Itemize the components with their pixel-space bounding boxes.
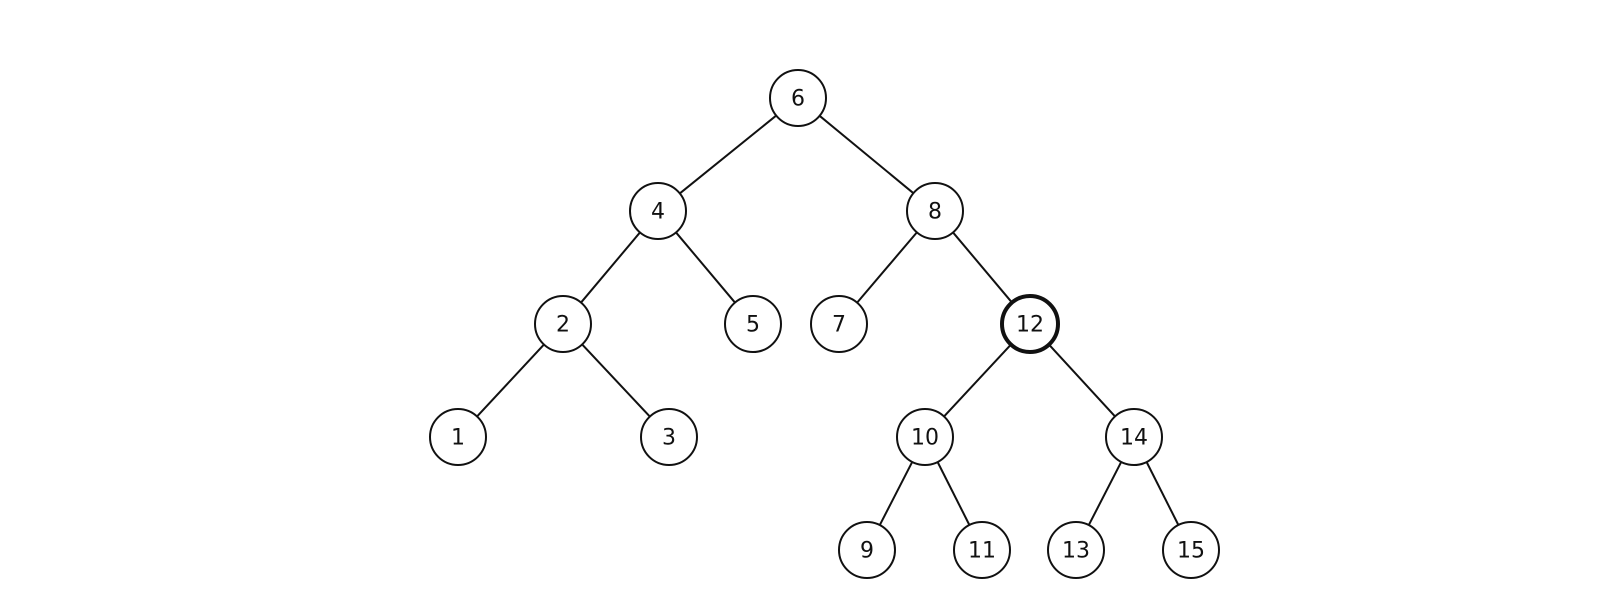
- node-circle: [906, 182, 964, 240]
- node-circle: [769, 69, 827, 127]
- edge-10-9: [878, 461, 914, 526]
- node-label: 6: [791, 87, 805, 112]
- edge-12-10: [943, 343, 1012, 418]
- edge-14-13: [1087, 461, 1123, 526]
- edge-2-3: [581, 343, 651, 418]
- tree-node-8: 8: [906, 182, 964, 240]
- edge-2-1: [476, 343, 545, 418]
- node-circle: [534, 295, 592, 353]
- node-circle: [724, 295, 782, 353]
- tree-node-11: 11: [953, 521, 1011, 579]
- node-label: 1: [451, 426, 465, 451]
- edge-4-2: [580, 231, 641, 304]
- node-label: 2: [556, 313, 570, 338]
- tree-node-9: 9: [838, 521, 896, 579]
- edge-12-14: [1048, 343, 1116, 418]
- node-label: 7: [832, 313, 846, 338]
- tree-node-6: 6: [769, 69, 827, 127]
- tree-node-7: 7: [810, 295, 868, 353]
- node-label: 12: [1016, 313, 1044, 338]
- node-circle: [896, 408, 954, 466]
- node-label: 15: [1177, 539, 1205, 564]
- tree-node-4: 4: [629, 182, 687, 240]
- node-label: 11: [968, 539, 996, 564]
- tree-node-3: 3: [640, 408, 698, 466]
- node-label: 10: [911, 426, 939, 451]
- node-label: 9: [860, 539, 874, 564]
- node-label: 5: [746, 313, 760, 338]
- edge-10-11: [936, 461, 971, 526]
- node-label: 3: [662, 426, 676, 451]
- edge-14-15: [1145, 461, 1180, 526]
- node-circle: [838, 521, 896, 579]
- tree-node-14: 14: [1105, 408, 1163, 466]
- edge-4-5: [675, 231, 736, 304]
- tree-node-13: 13: [1047, 521, 1105, 579]
- tree-node-1: 1: [429, 408, 487, 466]
- node-label: 14: [1120, 426, 1148, 451]
- tree-node-12: 12: [1000, 294, 1060, 354]
- tree-node-5: 5: [724, 295, 782, 353]
- tree-node-2: 2: [534, 295, 592, 353]
- edge-6-4: [679, 114, 777, 195]
- node-circle: [1162, 521, 1220, 579]
- tree-edges: [476, 114, 1180, 526]
- node-circle: [1047, 521, 1105, 579]
- edge-8-7: [856, 231, 918, 304]
- node-circle: [640, 408, 698, 466]
- edge-6-8: [818, 115, 915, 194]
- node-label: 4: [651, 200, 665, 225]
- node-label: 13: [1062, 539, 1090, 564]
- node-label: 8: [928, 200, 942, 225]
- tree-node-15: 15: [1162, 521, 1220, 579]
- edge-8-12: [952, 231, 1013, 304]
- node-circle: [629, 182, 687, 240]
- tree-node-10: 10: [896, 408, 954, 466]
- highlighted-node-circle: [1000, 294, 1060, 354]
- node-circle: [1105, 408, 1163, 466]
- node-circle: [953, 521, 1011, 579]
- node-circle: [810, 295, 868, 353]
- node-circle: [429, 408, 487, 466]
